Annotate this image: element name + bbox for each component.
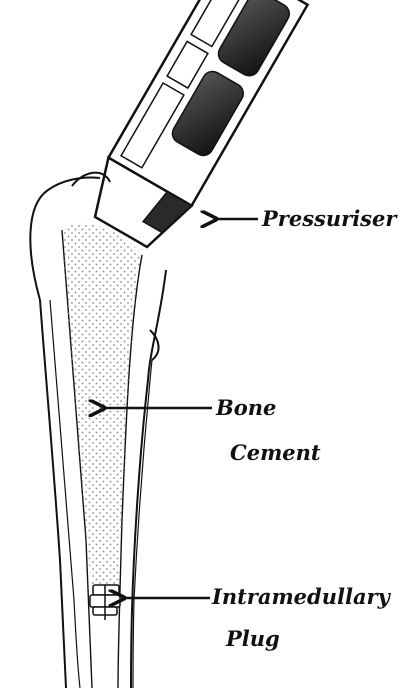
bone-cement-label-line2: Cement: [230, 440, 321, 465]
bone-cement: [62, 223, 142, 600]
femur-lateral-cortex: [40, 300, 66, 688]
bone-cement-label-line1: Bone: [215, 395, 276, 420]
femur-medial-cortex: [131, 270, 166, 688]
plug-label-line2: Plug: [225, 626, 280, 651]
pressuriser-label: Pressuriser: [261, 206, 398, 231]
intramedullary-plug: [90, 585, 120, 620]
plug-label-line1: Intramedullary: [211, 584, 392, 609]
